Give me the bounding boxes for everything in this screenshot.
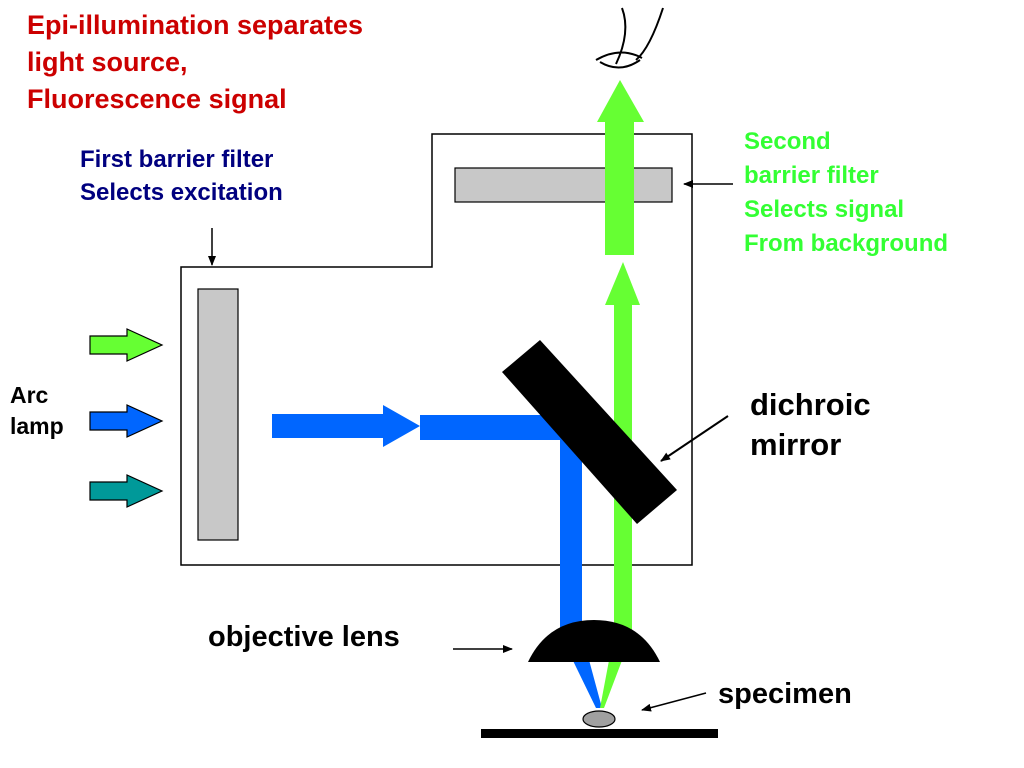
dichroic-mirror-label: dichroic mirror: [750, 385, 871, 465]
dichroic-mirror: [502, 340, 677, 524]
specimen-sample: [582, 710, 616, 728]
blue-beam-down: [560, 415, 582, 635]
title-line-2: light source,: [27, 47, 188, 77]
eye-icon: [595, 7, 664, 69]
green-input-arrow: [89, 328, 164, 362]
microscope-housing: [180, 133, 693, 566]
specimen-pointer: [641, 692, 707, 712]
title-line-1: Epi-illumination separates: [27, 10, 364, 40]
blue-beam-to-mirror: [420, 415, 560, 440]
first-barrier-filter-label-line-1: First barrier filter: [80, 146, 274, 173]
second-barrier-filter-label-line-1: Second: [744, 128, 831, 155]
blue-excitation-arrow: [272, 405, 420, 447]
second-barrier-filter: [454, 167, 673, 203]
blue-input-arrow: [89, 404, 164, 438]
first-barrier-filter: [197, 288, 239, 541]
objective-lens: [528, 620, 660, 662]
second-barrier-filter-label-line-2: barrier filter: [744, 162, 879, 189]
specimen-stage: [481, 729, 718, 738]
dichroic-pointer: [660, 415, 729, 462]
green-emission-upper: [597, 80, 644, 255]
arc-lamp-label-line-2: lamp: [10, 413, 64, 439]
title-line-3: Fluorescence signal: [27, 84, 287, 114]
second-barrier-filter-label-line-3: Selects signal: [744, 196, 905, 223]
dichroic-mirror-label-line-2: mirror: [750, 427, 842, 462]
first-barrier-filter-label-line-2: Selects excitation: [80, 179, 283, 206]
teal-input-arrow: [89, 474, 164, 508]
specimen-label: specimen: [718, 678, 852, 710]
objective-lens-label: objective lens: [208, 621, 400, 653]
arc-lamp-label-line-1: Arc: [10, 382, 49, 408]
dichroic-mirror-label-line-1: dichroic: [750, 387, 871, 422]
second-barrier-filter-label-line-4: From background: [744, 230, 949, 257]
arc-lamp-label: Arc lamp: [10, 380, 64, 442]
title: Epi-illumination separates light source, F…: [27, 7, 363, 118]
